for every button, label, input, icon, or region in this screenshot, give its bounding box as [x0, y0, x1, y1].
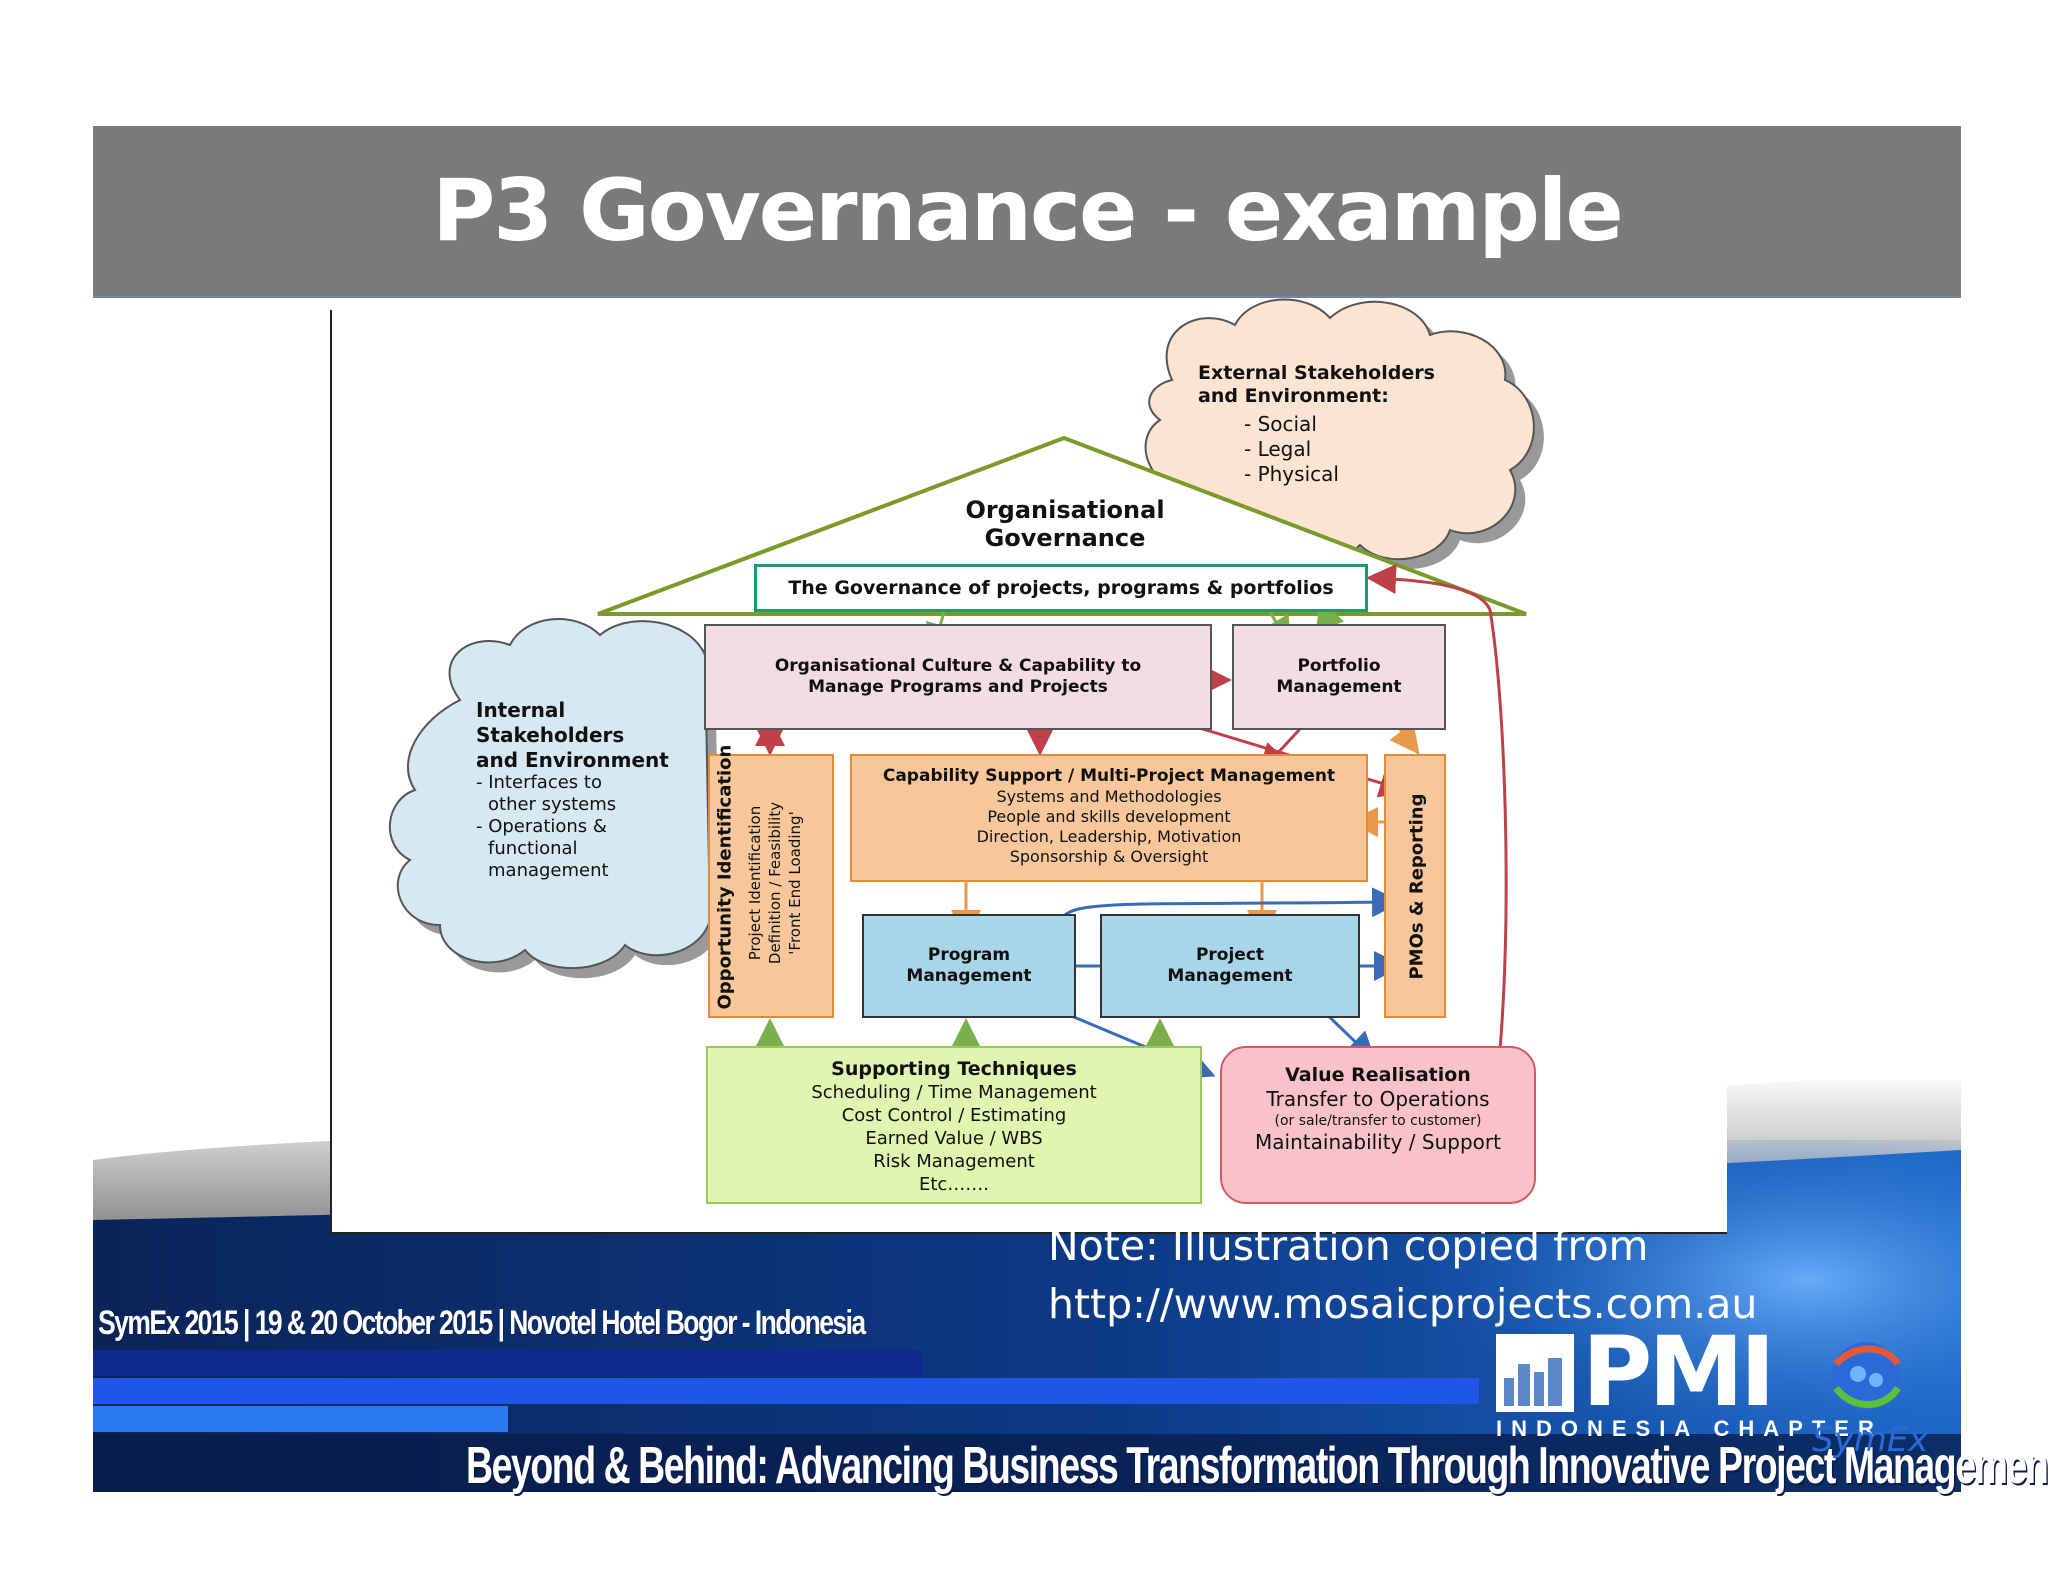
value-line3: Maintainability / Support — [1255, 1130, 1501, 1154]
roof-title-line1: Organisational — [965, 496, 1165, 524]
symex-brand: SymEx — [1812, 1420, 1929, 1460]
internal-item: functional — [488, 838, 578, 859]
roof-title: Organisational Governance — [900, 496, 1230, 552]
pmi-logo: PMI — [1496, 1322, 1826, 1422]
value-realisation-box: Value Realisation Transfer to Operations… — [1220, 1046, 1536, 1204]
opportunity-line3: 'Front End Loading' — [786, 811, 804, 955]
internal-cloud-title-line3: and Environment — [476, 748, 669, 772]
pmi-chapter: INDONESIA CHAPTER — [1496, 1416, 1883, 1441]
portfolio-line1: Portfolio — [1297, 656, 1381, 676]
supporting-item: Etc……. — [918, 1174, 990, 1195]
slide-title: P3 Governance - example — [432, 161, 1623, 261]
capability-title: Capability Support / Multi-Project Manag… — [882, 766, 1336, 786]
opportunity-line1: Project Identification — [746, 805, 764, 961]
capability-support-box: Capability Support / Multi-Project Manag… — [850, 754, 1368, 882]
culture-line2: Manage Programs and Projects — [808, 677, 1108, 697]
supporting-item: Risk Management — [873, 1151, 1035, 1172]
external-cloud-shape — [1144, 298, 1544, 572]
program-line2: Management — [906, 966, 1032, 986]
capability-item: Sponsorship & Oversight — [1009, 847, 1209, 866]
governance-box: The Governance of projects, programs & p… — [754, 564, 1368, 612]
culture-line1: Organisational Culture & Capability to — [774, 656, 1142, 676]
pmo-title: PMOs & Reporting — [1406, 793, 1428, 980]
internal-item: - Operations & — [476, 816, 607, 837]
value-title: Value Realisation — [1285, 1064, 1471, 1086]
external-cloud-title-line1: External Stakeholders — [1198, 362, 1435, 384]
symex-globe-icon — [1832, 1342, 1901, 1410]
title-bar — [93, 126, 1961, 298]
supporting-item: Cost Control / Estimating — [841, 1105, 1067, 1126]
external-cloud-title: External Stakeholders and Environment: — [1198, 362, 1435, 408]
portfolio-management-box: Portfolio Management — [1232, 624, 1446, 730]
capability-item: People and skills development — [987, 807, 1231, 826]
external-item: - Legal — [1244, 437, 1312, 461]
pmo-reporting-box: PMOs & Reporting — [1384, 754, 1446, 1018]
external-cloud-list: - Social - Legal - Physical — [1244, 412, 1339, 487]
supporting-item: Scheduling / Time Management — [811, 1082, 1097, 1103]
capability-item: Direction, Leadership, Motivation — [976, 827, 1242, 846]
internal-item: - Interfaces to — [476, 772, 602, 793]
program-line1: Program — [927, 945, 1011, 965]
internal-cloud-title-line1: Internal — [476, 698, 566, 722]
opportunity-line2: Definition / Feasibility — [766, 801, 784, 965]
program-management-box: Program Management — [862, 914, 1076, 1018]
culture-capability-box: Organisational Culture & Capability to M… — [704, 624, 1212, 730]
event-line: SymEx 2015 | 19 & 20 October 2015 | Novo… — [98, 1304, 866, 1342]
building-icon — [1496, 1334, 1574, 1412]
opportunity-title: Opportunity Identification — [714, 744, 736, 1010]
internal-cloud-title: Internal Stakeholders and Environment — [476, 698, 669, 773]
opportunity-identification-box: Opportunity Identification Project Ident… — [708, 744, 834, 1018]
external-item: - Social — [1244, 412, 1317, 436]
value-line1: Transfer to Operations — [1266, 1087, 1490, 1111]
internal-item: management — [488, 860, 609, 881]
supporting-title: Supporting Techniques — [831, 1058, 1077, 1080]
portfolio-line2: Management — [1276, 677, 1402, 697]
note-line2: http://www.mosaicprojects.com.au — [1048, 1280, 1758, 1328]
project-line1: Project — [1195, 945, 1265, 965]
note-line1: Note: Illustration copied from — [1048, 1222, 1649, 1270]
capability-item: Systems and Methodologies — [996, 787, 1222, 806]
supporting-item: Earned Value / WBS — [865, 1128, 1043, 1149]
project-management-box: Project Management — [1100, 914, 1360, 1018]
governance-box-label: The Governance of projects, programs & p… — [788, 576, 1334, 599]
external-cloud-title-line2: and Environment: — [1198, 385, 1389, 407]
roof-title-line2: Governance — [984, 524, 1146, 552]
internal-item: other systems — [488, 794, 617, 815]
conference-tagline: Beyond & Behind: Advancing Business Tran… — [466, 1437, 2048, 1495]
internal-cloud-title-line2: Stakeholders — [476, 723, 625, 747]
pmi-logo-text: PMI — [1582, 1316, 1776, 1428]
internal-cloud-list: - Interfaces to other systems - Operatio… — [476, 772, 616, 882]
internal-cloud-shape — [388, 618, 720, 979]
project-line2: Management — [1167, 966, 1293, 986]
value-line2: (or sale/transfer to customer) — [1274, 1113, 1482, 1129]
supporting-techniques-box: Supporting Techniques Scheduling / Time … — [706, 1046, 1202, 1204]
external-item: - Physical — [1244, 462, 1339, 486]
